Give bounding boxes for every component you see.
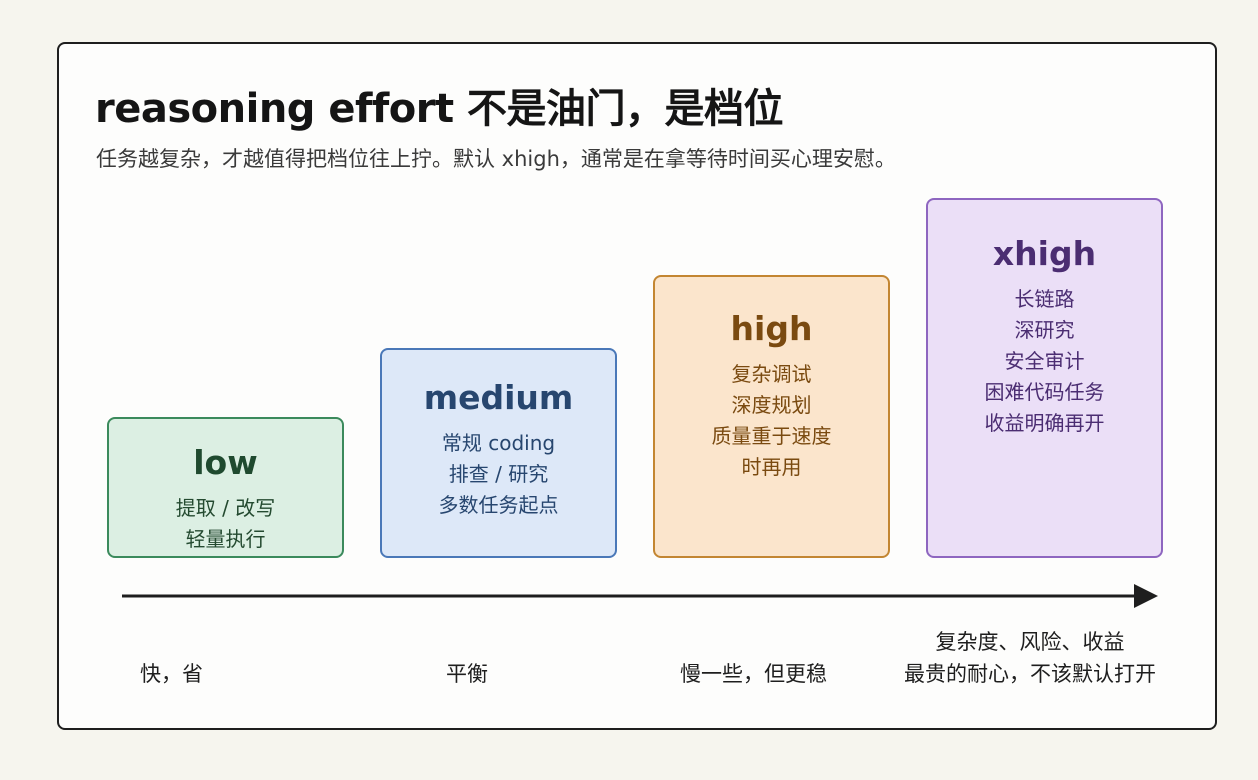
level-line: 质量重于速度 <box>711 424 832 448</box>
axis-label-line: 平衡 <box>446 662 488 686</box>
level-line: 排查 / 研究 <box>448 462 549 486</box>
level-name: low <box>193 443 258 482</box>
level-line: 多数任务起点 <box>438 493 559 517</box>
axis-label-balanced: 平衡 <box>446 658 488 688</box>
level-box-xhigh: xhigh 长链路 深研究 安全审计 困难代码任务 收益明确再开 <box>926 198 1163 558</box>
level-box-medium: medium 常规 coding 排查 / 研究 多数任务起点 <box>380 348 617 558</box>
level-line: 长链路 <box>1014 287 1075 311</box>
level-box-low: low 提取 / 改写 轻量执行 <box>107 417 344 558</box>
diagram-title: reasoning effort 不是油门，是档位 <box>95 86 784 132</box>
axis-label-costly: 复杂度、风险、收益 最贵的耐心，不该默认打开 <box>888 626 1172 690</box>
level-line: 深研究 <box>1014 318 1075 342</box>
level-box-high: high 复杂调试 深度规划 质量重于速度 时再用 <box>653 275 890 558</box>
level-line: 轻量执行 <box>185 527 266 551</box>
level-line: 深度规划 <box>731 393 812 417</box>
axis-label-line: 慢一些，但更稳 <box>680 662 827 686</box>
axis-label-line: 最贵的耐心，不该默认打开 <box>904 662 1156 686</box>
axis-label-line: 复杂度、风险、收益 <box>935 630 1125 654</box>
axis-label-fast: 快，省 <box>140 658 203 688</box>
arrow-head-icon <box>1134 584 1158 608</box>
axis-arrow <box>122 584 1158 608</box>
level-name: medium <box>423 378 574 417</box>
level-line: 常规 coding <box>441 431 556 455</box>
level-line: 提取 / 改写 <box>175 496 276 520</box>
diagram-subtitle: 任务越复杂，才越值得把档位往上拧。默认 xhigh，通常是在拿等待时间买心理安慰… <box>96 147 896 171</box>
level-line: 收益明确再开 <box>984 411 1105 435</box>
level-line: 时再用 <box>741 455 802 479</box>
level-name: xhigh <box>992 234 1097 273</box>
level-line: 困难代码任务 <box>984 380 1105 404</box>
axis-label-line: 快，省 <box>140 662 203 686</box>
level-name: high <box>730 309 813 348</box>
level-line: 复杂调试 <box>731 362 812 386</box>
axis-label-steady: 慢一些，但更稳 <box>680 658 827 688</box>
level-line: 安全审计 <box>1004 349 1085 373</box>
